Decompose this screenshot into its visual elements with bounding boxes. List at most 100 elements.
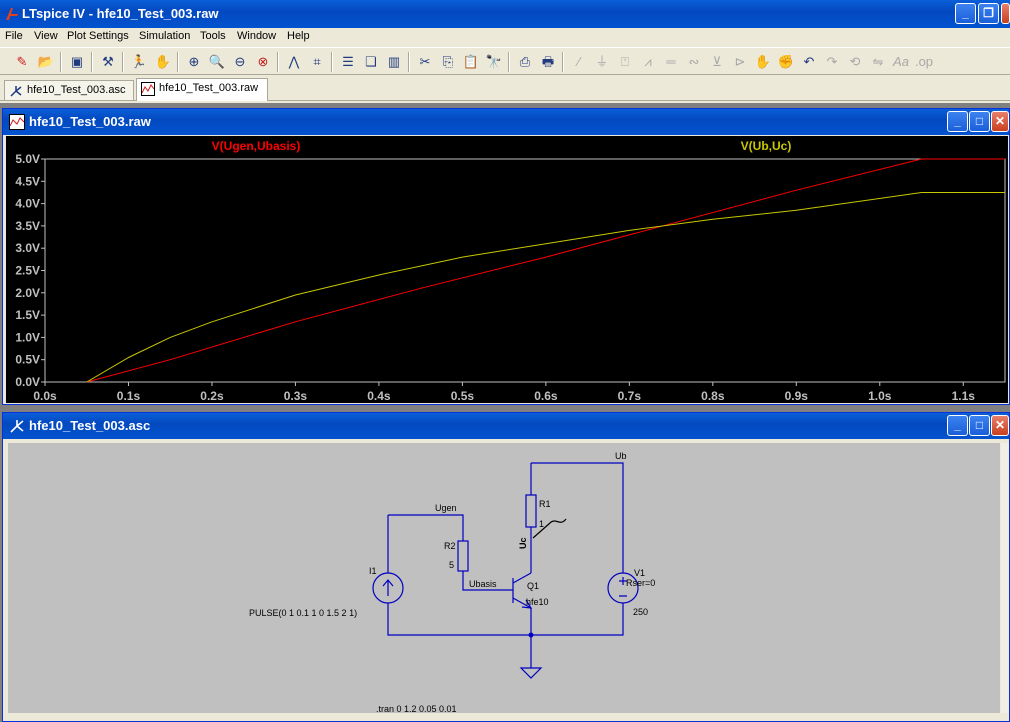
mark-icon[interactable]: ⌗ [313,54,321,69]
ground-icon[interactable]: ⏚ [595,54,609,69]
resistor-r1[interactable] [525,494,537,528]
menu-simulation[interactable]: Simulation [139,30,191,42]
minimize-button[interactable]: _ [955,3,976,24]
copy-icon[interactable]: ⎘ [442,54,454,69]
cut-icon[interactable]: ✂ [419,54,431,69]
wire[interactable] [531,603,624,636]
move-icon[interactable]: ✋ [754,54,772,69]
tab-waveform[interactable]: hfe10_Test_003.raw [136,78,268,101]
y-tick-label: 3.0V [15,241,40,255]
spice-directive-icon[interactable]: .op [914,54,934,69]
capacitor-icon[interactable]: ═ [666,54,676,69]
drag-icon[interactable]: ✊ [777,54,795,69]
menu-help[interactable]: Help [287,30,310,42]
new-schematic-icon[interactable]: ✎ [16,54,28,69]
menu-window[interactable]: Window [237,30,277,42]
v1-rser[interactable]: Rser=0 [626,578,655,588]
series-line-2[interactable] [86,192,1005,383]
schematic-icon [10,86,22,97]
cascade-icon[interactable]: ❏ [365,54,377,69]
tile-horizontal-icon[interactable]: ☰ [342,54,354,69]
v1-value[interactable]: 250 [633,607,648,617]
series-line-1[interactable] [86,158,1005,383]
wire[interactable] [388,514,464,541]
toolbar-separator [277,52,279,72]
control-panel-icon[interactable]: ⚒ [102,54,114,69]
resistor-icon[interactable]: ⩘ [644,54,652,69]
schematic-icon [10,420,24,433]
wire[interactable] [387,603,531,636]
resistor-r2[interactable] [457,540,469,572]
menu-plot-settings[interactable]: Plot Settings [67,30,129,42]
toolbar-separator [60,52,62,72]
child-close-button[interactable]: ✕ [991,415,1009,436]
r2-name[interactable]: R2 [444,541,456,551]
r2-value[interactable]: 5 [449,560,454,570]
mirror-icon[interactable]: ⇋ [872,54,884,69]
vertical-scrollbar[interactable] [1001,443,1009,713]
schematic-drawing[interactable]: Ub Ugen Ubasis Uc R1 1 R2 5 Q1 hfe10 I1 … [8,443,1000,714]
run-icon[interactable]: 🏃 [130,54,148,69]
tab-label: hfe10_Test_003.asc [27,84,126,96]
child-maximize-button[interactable]: □ [969,415,990,436]
y-tick-label: 4.0V [15,197,40,211]
halt-icon[interactable]: ✋ [154,54,172,69]
zoom-area-icon[interactable]: 🔍 [208,54,226,69]
rotate-icon[interactable]: ⟲ [849,54,861,69]
i1-name[interactable]: I1 [369,566,377,576]
waveform-chart[interactable]: 0.0V0.5V1.0V1.5V2.0V2.5V3.0V3.5V4.0V4.5V… [6,136,1008,403]
label-icon[interactable]: ⍞ [621,54,629,69]
diode-icon[interactable]: ⊻ [712,54,722,69]
child-minimize-button[interactable]: _ [947,111,968,132]
tab-schematic[interactable]: hfe10_Test_003.asc [4,80,134,100]
legend-entry-series-2[interactable]: V(Ub,Uc) [741,139,792,153]
wire[interactable] [462,571,513,591]
child-close-button[interactable]: ✕ [991,111,1009,132]
menu-view[interactable]: View [34,30,58,42]
zoom-out-icon[interactable]: ⊖ [234,54,246,69]
print-setup-icon[interactable]: ⎙ [519,54,531,69]
r1-name[interactable]: R1 [539,499,551,509]
i1-value[interactable]: PULSE(0 1 0.1 1 0 1.5 2 1) [249,608,357,618]
open-icon[interactable]: 📂 [37,54,55,69]
zoom-cancel-icon[interactable]: ⊗ [257,54,269,69]
text-icon[interactable]: Aa [893,54,909,69]
menu-tools[interactable]: Tools [200,30,226,42]
y-tick-label: 0.5V [15,353,40,367]
r1-value[interactable]: 1 [539,519,544,529]
zoom-in-icon[interactable]: ⊕ [188,54,200,69]
component-icon[interactable]: ⊳ [734,54,746,69]
net-label-uc[interactable]: Uc [518,537,528,549]
spice-directive[interactable]: .tran 0 1.2 0.05 0.01 [376,704,457,714]
schematic-canvas[interactable]: Ub Ugen Ubasis Uc R1 1 R2 5 Q1 hfe10 I1 … [8,443,1000,714]
undo-icon[interactable]: ↶ [803,54,815,69]
net-label-ubasis[interactable]: Ubasis [469,579,497,589]
net-label-ugen[interactable]: Ugen [435,503,457,513]
net-label-ub[interactable]: Ub [615,451,627,461]
wire-icon[interactable]: ∕ [577,54,581,69]
child-maximize-button[interactable]: □ [969,111,990,132]
close-button[interactable] [1001,3,1010,24]
x-tick-label: 0.7s [618,389,642,403]
save-icon[interactable]: ▣ [70,54,84,69]
current-source-i1[interactable] [372,572,404,604]
paste-icon[interactable]: 📋 [462,54,480,69]
legend-entry-series-1[interactable]: V(Ugen,Ubasis) [212,139,301,153]
menu-file[interactable]: File [5,30,23,42]
redo-icon[interactable]: ↷ [826,54,838,69]
autorange-icon[interactable]: ⋀ [288,54,300,69]
child-minimize-button[interactable]: _ [947,415,968,436]
wire[interactable] [531,462,624,573]
q1-name[interactable]: Q1 [527,581,539,591]
tile-vertical-icon[interactable]: ▥ [387,54,401,69]
print-icon[interactable]: 🖶 [541,54,555,69]
q1-model[interactable]: hfe10 [526,597,549,607]
voltage-source-v1[interactable] [607,572,639,604]
ground-symbol[interactable] [519,667,543,679]
transistor-q1[interactable] [512,572,533,609]
v1-name[interactable]: V1 [634,568,645,578]
find-icon[interactable]: 🔭 [485,54,503,69]
inductor-icon[interactable]: ∾ [688,54,700,69]
restore-button[interactable]: ❐ [978,3,999,24]
